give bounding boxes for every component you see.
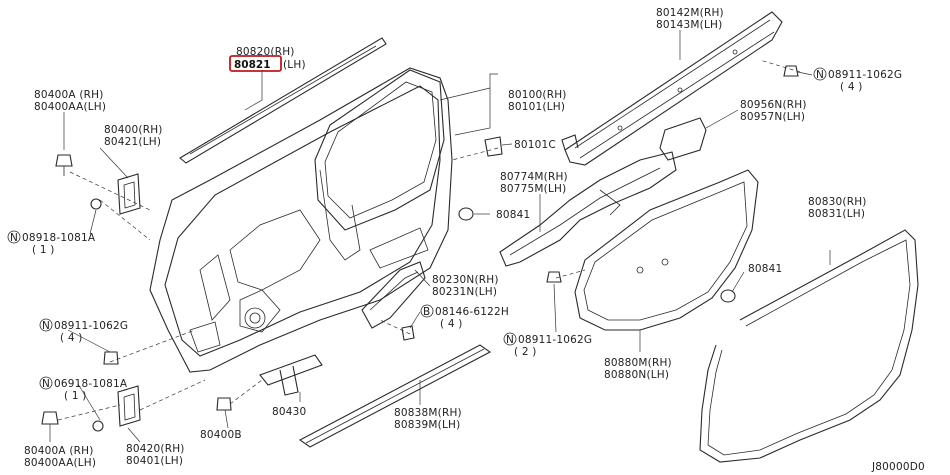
n-symbol [39, 376, 53, 390]
leader-lines [49, 30, 831, 443]
label-80400a-bot: 80400A (RH) [24, 445, 94, 457]
n-symbol [39, 318, 53, 332]
label-80400b: 80400B [200, 429, 242, 441]
svg-text:N: N [506, 334, 514, 346]
label-08911-left-qty: ( 4 ) [60, 332, 83, 344]
lower-molding [298, 344, 492, 448]
svg-text:N: N [42, 320, 50, 332]
body-weatherstrip [699, 229, 919, 463]
label-80400aa-bot: 80400AA(LH) [24, 457, 96, 469]
label-80830: 80830(RH) [808, 196, 867, 208]
svg-text:N: N [816, 69, 824, 81]
label-08911-top: 08911-1062G [828, 69, 902, 81]
label-80230n: 80230N(RH) [432, 274, 499, 286]
n-symbol [503, 332, 517, 346]
label-80956n: 80956N(RH) [740, 99, 807, 111]
label-08911-mid: 08911-1062G [518, 334, 592, 346]
diagram-code: J80000D0 [871, 461, 925, 473]
door-panel [149, 67, 453, 373]
label-80774m: 80774M(RH) [500, 171, 568, 183]
fasteners [41, 65, 799, 425]
label-80101: 80101(LH) [508, 101, 565, 113]
hinge-reinforcement [499, 151, 677, 267]
label-80400a-top: 80400A (RH) [34, 89, 104, 101]
label-80775m: 80775M(LH) [500, 183, 566, 195]
assembly-lines [57, 59, 801, 421]
label-80841-b: 80841 [748, 263, 782, 275]
label-80101c: 80101C [514, 139, 556, 151]
b-symbol [420, 304, 434, 318]
svg-text:N: N [42, 378, 50, 390]
svg-text:B: B [423, 306, 430, 318]
label-80400: 80400(RH) [104, 124, 163, 136]
part-labels: 80820(RH) 80821 (LH) 80400A (RH) 80400AA… [7, 7, 925, 473]
label-06918-qty: ( 1 ) [64, 390, 87, 402]
label-80838m: 80838M(RH) [394, 407, 462, 419]
label-80401: 80401(LH) [126, 455, 183, 467]
window-regulator [361, 261, 426, 329]
upper-hinge [90, 173, 141, 215]
label-80880m: 80880M(RH) [604, 357, 672, 369]
n-symbol [813, 67, 827, 81]
highlight-box [229, 55, 282, 72]
svg-text:N: N [10, 232, 18, 244]
label-06918: 06918-1081A [54, 378, 128, 390]
label-80821-side: (LH) [283, 59, 306, 71]
label-80957n: 80957N(LH) [740, 111, 805, 123]
upper-reinforcement [561, 11, 783, 166]
lower-hinge [92, 385, 141, 432]
clip-80101c [484, 136, 503, 157]
label-80400aa-top: 80400AA(LH) [34, 101, 106, 113]
label-80420: 80420(RH) [126, 443, 185, 455]
label-08911-left: 08911-1062G [54, 320, 128, 332]
label-08918-top: 08918-1081A [22, 232, 96, 244]
label-80820: 80820(RH) [236, 46, 295, 58]
door-check [259, 354, 323, 396]
label-80821-highlighted: 80821 [234, 59, 271, 71]
label-80880n: 80880N(LH) [604, 369, 669, 381]
window-channel-strip [179, 37, 387, 164]
label-08911-mid-qty: ( 2 ) [514, 346, 537, 358]
n-symbol [7, 230, 21, 244]
grommets [458, 207, 736, 303]
label-80839m: 80839M(LH) [394, 419, 460, 431]
label-80142m: 80142M(RH) [656, 7, 724, 19]
label-08918-top-qty: ( 1 ) [32, 244, 55, 256]
label-80841-a: 80841 [496, 209, 530, 221]
label-08146: 08146-6122H [435, 306, 509, 318]
label-80831: 80831(LH) [808, 208, 865, 220]
label-80421: 80421(LH) [104, 136, 161, 148]
label-80430: 80430 [272, 406, 306, 418]
label-80231n: 80231N(LH) [432, 286, 497, 298]
bracket-80956n [659, 117, 707, 161]
label-80100: 80100(RH) [508, 89, 567, 101]
label-08911-top-qty: ( 4 ) [840, 81, 863, 93]
door-weatherstrip [574, 169, 759, 331]
label-80143m: 80143M(LH) [656, 19, 722, 31]
label-08146-qty: ( 4 ) [440, 318, 463, 330]
